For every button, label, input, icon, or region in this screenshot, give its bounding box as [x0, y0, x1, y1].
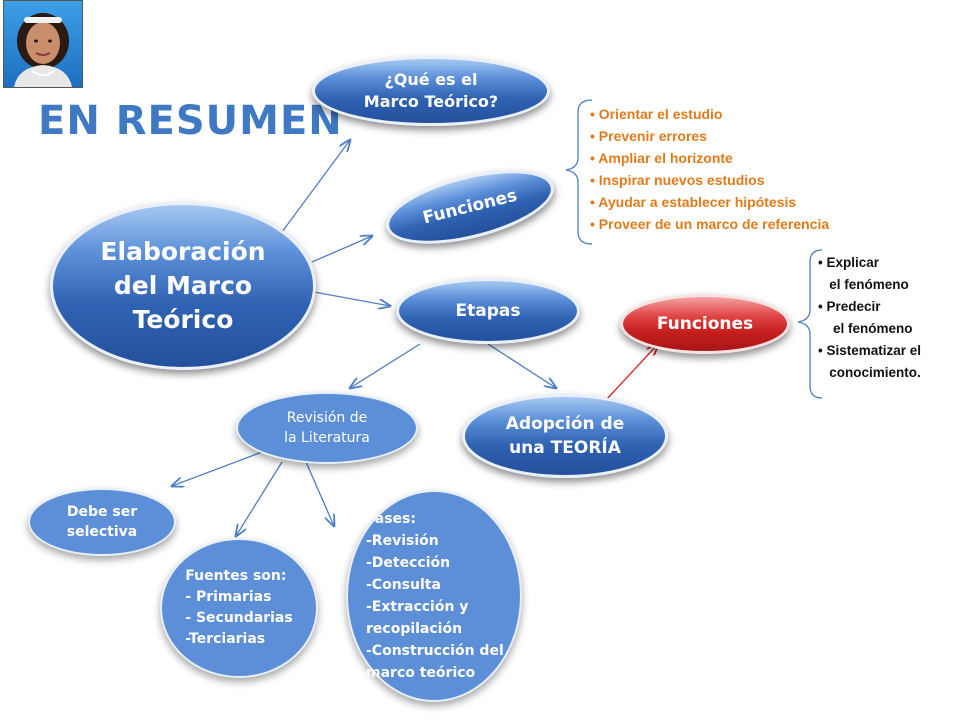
arrow-main-to-funciones	[311, 236, 372, 263]
teoria-list-item: el fenómeno	[818, 277, 909, 292]
node-fuentes-label: Fuentes son: - Primarias - Secundarias -…	[185, 568, 293, 647]
arrow-etapas-to-adopcion	[487, 343, 556, 388]
teoria-funciones-list: • Explicar el fenómeno • Predecir el fen…	[818, 252, 921, 384]
bracket-funciones-list	[565, 99, 593, 245]
funciones-list: • Orientar el estudio • Prevenir errores…	[590, 103, 829, 235]
teoria-list-item: • Explicar	[818, 255, 880, 270]
arrow-etapas-to-revision	[350, 343, 421, 388]
teoria-list-item: el fenómeno	[818, 321, 913, 336]
node-adopcion-teoria: Adopción de una TEORÍA	[462, 394, 668, 478]
teoria-list-item: • Predecir	[818, 299, 881, 314]
node-etapas-label: Etapas	[455, 301, 521, 321]
arrow-main-to-que-es	[281, 140, 350, 233]
node-debe-ser-selectiva: Debe ser selectiva	[28, 488, 176, 556]
funciones-list-item: • Orientar el estudio	[590, 106, 723, 122]
teoria-list-item: conocimiento.	[818, 365, 921, 380]
node-adopcion-label: Adopción de una TEORÍA	[505, 414, 625, 458]
funciones-list-item: • Prevenir errores	[590, 128, 707, 144]
node-selectiva-label: Debe ser selectiva	[66, 504, 138, 540]
arrow-revision-to-fuentes	[236, 461, 283, 536]
arrow-adopcion-to-funciones-red	[605, 344, 658, 401]
presenter-avatar-icon	[14, 13, 72, 87]
arrow-revision-to-selectiva	[172, 451, 263, 486]
node-etapas: Etapas	[396, 278, 580, 344]
bracket-teoria-list	[797, 249, 823, 399]
node-fases: Fases: -Revisión -Detección -Consulta -E…	[346, 490, 522, 702]
arrow-main-to-etapas	[313, 291, 390, 306]
node-funciones-teoria: Funciones	[620, 294, 790, 354]
node-fuentes: Fuentes son: - Primarias - Secundarias -…	[160, 538, 318, 678]
funciones-list-item: • Ayudar a establecer hipótesis	[590, 194, 797, 210]
funciones-list-item: • Inspirar nuevos estudios	[590, 172, 765, 188]
node-main-label: Elaboración del Marco Teórico	[100, 237, 266, 334]
funciones-list-item: • Ampliar el horizonte	[590, 150, 733, 166]
page-title: EN RESUMEN	[38, 98, 343, 144]
node-funciones-label: Funciones	[420, 185, 520, 229]
teoria-list-item: • Sistematizar el	[818, 343, 922, 358]
node-revision-label: Revisión de la Literatura	[284, 410, 370, 446]
node-fases-label: Fases: -Revisión -Detección -Consulta -E…	[366, 511, 504, 681]
node-funciones-teoria-label: Funciones	[656, 314, 754, 334]
node-elaboracion-marco-teorico: Elaboración del Marco Teórico	[50, 202, 316, 370]
arrow-revision-to-fases	[305, 461, 334, 526]
node-que-es-label: ¿Qué es el Marco Teórico?	[363, 70, 499, 111]
presenter-photo	[3, 0, 83, 88]
funciones-list-item: • Proveer de un marco de referencia	[590, 216, 830, 232]
node-que-es-marco-teorico: ¿Qué es el Marco Teórico?	[312, 56, 550, 126]
node-revision-literatura: Revisión de la Literatura	[236, 392, 418, 464]
